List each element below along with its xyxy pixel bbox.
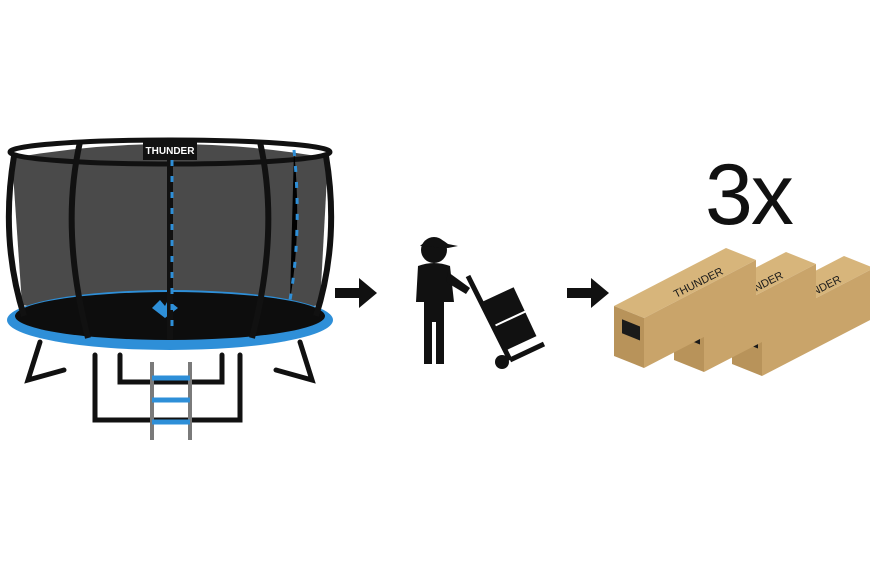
svg-text:THUNDER: THUNDER <box>146 146 196 157</box>
courier-with-hand-truck-icon <box>410 232 550 372</box>
trampoline-image: THUNDER <box>0 130 340 450</box>
cardboard-boxes-image: THUNDER <box>612 248 870 378</box>
arrow-right-icon <box>565 276 611 310</box>
quantity-label: 3x <box>705 147 794 243</box>
arrow-right-icon <box>333 276 379 310</box>
